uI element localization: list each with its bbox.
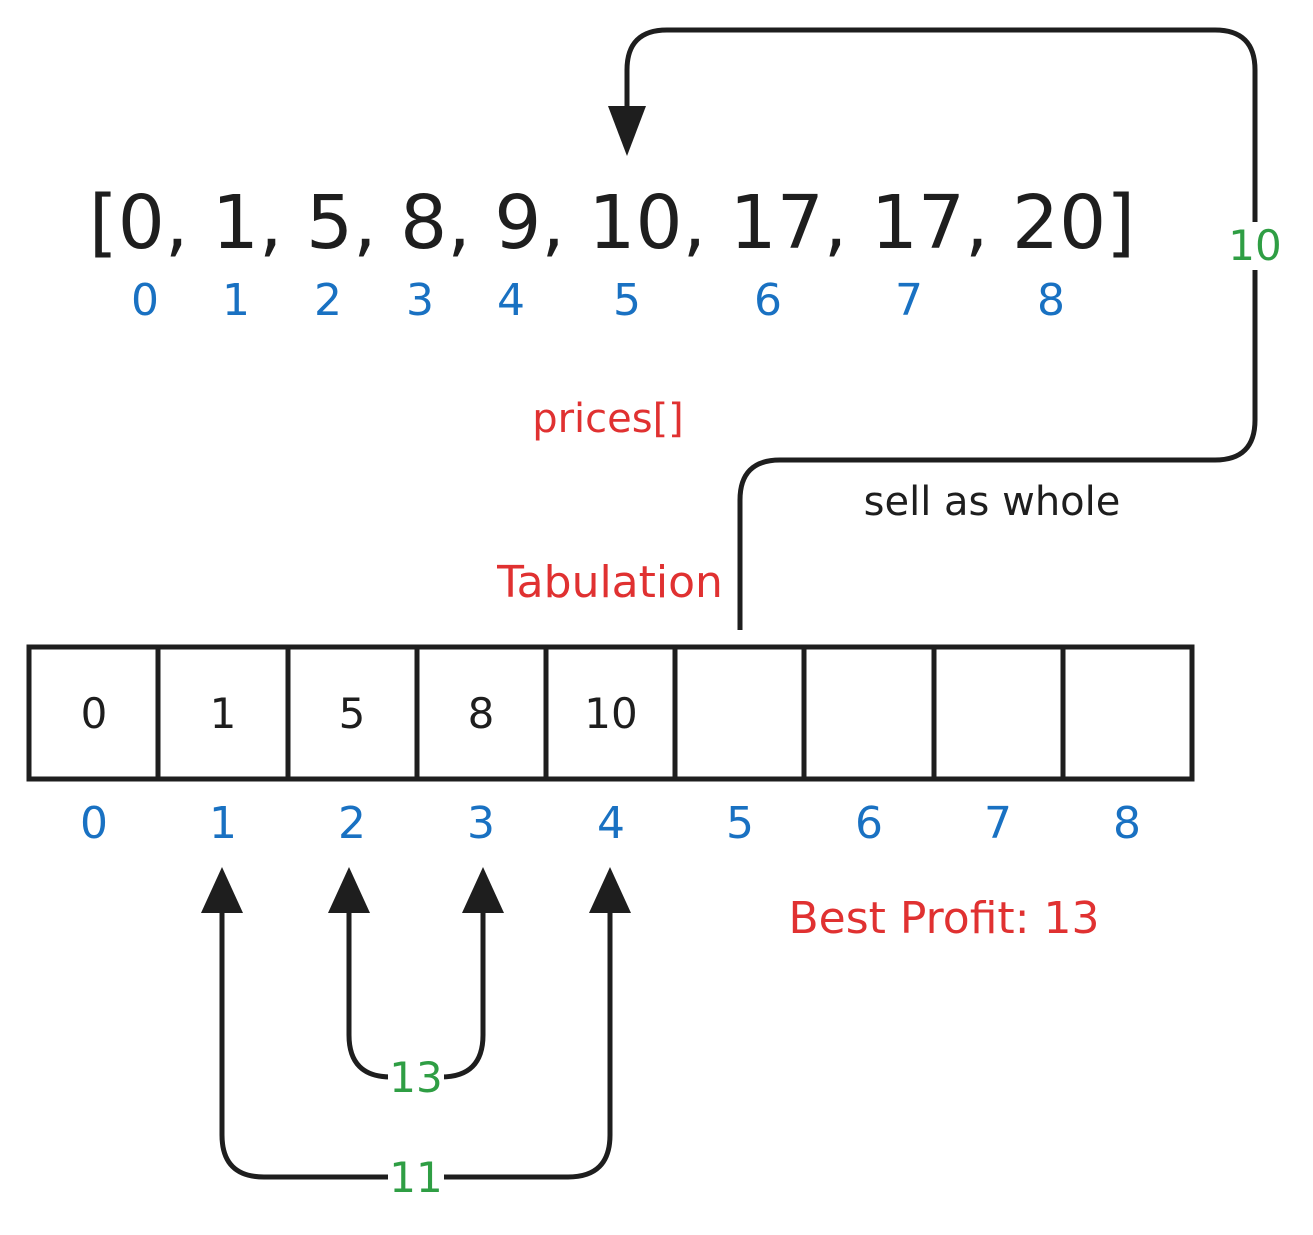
edge-label-background	[1227, 222, 1283, 270]
table-cell-value: 10	[584, 689, 637, 738]
tabulation-label: Tabulation	[496, 557, 723, 608]
table-cell-value: 5	[339, 689, 366, 738]
sell-whole-arrow-line	[624, 27, 1258, 630]
table-indices: 0 1 2 3 4 5 6 7 8	[80, 798, 1141, 849]
best-profit-label: Best Profit: 13	[789, 893, 1100, 944]
table-index: 5	[726, 798, 754, 849]
edge-label-background	[388, 1155, 444, 1199]
table-index: 3	[467, 798, 495, 849]
table-index: 7	[984, 798, 1012, 849]
prices-label: prices[]	[532, 396, 684, 442]
inner-arrow-value: 13	[389, 1053, 442, 1102]
inner-arrow-line	[346, 905, 486, 1080]
prices-index: 4	[497, 275, 525, 326]
triangle-arrowhead-icon	[608, 106, 646, 156]
prices-index: 5	[613, 275, 641, 326]
sell-whole-value: 10	[1228, 221, 1281, 270]
prices-indices: 0 1 2 3 4 5 6 7 8	[131, 275, 1065, 326]
table-cell-value: 8	[468, 689, 495, 738]
sell-whole-label: sell as whole	[864, 479, 1121, 525]
prices-index: 2	[314, 275, 342, 326]
prices-index: 8	[1037, 275, 1065, 326]
table-index: 4	[597, 798, 625, 849]
table-index: 1	[209, 798, 237, 849]
tabulation-table: 0 1 5 8 10	[26, 644, 1195, 782]
triangle-arrowhead-icon	[328, 867, 370, 913]
prices-array-text: [0, 1, 5, 8, 9, 10, 17, 17, 20]	[89, 180, 1135, 266]
table-cell-value: 0	[81, 689, 108, 738]
table-cell-value: 1	[210, 689, 237, 738]
prices-index: 6	[754, 275, 782, 326]
triangle-arrowhead-icon	[201, 867, 243, 913]
outer-arrow-line	[219, 905, 613, 1180]
outer-arrow-value: 11	[389, 1153, 442, 1202]
table-border	[26, 644, 1195, 782]
prices-index: 7	[895, 275, 923, 326]
table-index: 8	[1113, 798, 1141, 849]
prices-index: 1	[222, 275, 250, 326]
triangle-arrowhead-icon	[589, 867, 631, 913]
table-index: 6	[855, 798, 883, 849]
table-index: 2	[338, 798, 366, 849]
table-index: 0	[80, 798, 108, 849]
triangle-arrowhead-icon	[462, 867, 504, 913]
edge-label-background	[388, 1055, 444, 1099]
prices-index: 0	[131, 275, 159, 326]
prices-index: 3	[406, 275, 434, 326]
